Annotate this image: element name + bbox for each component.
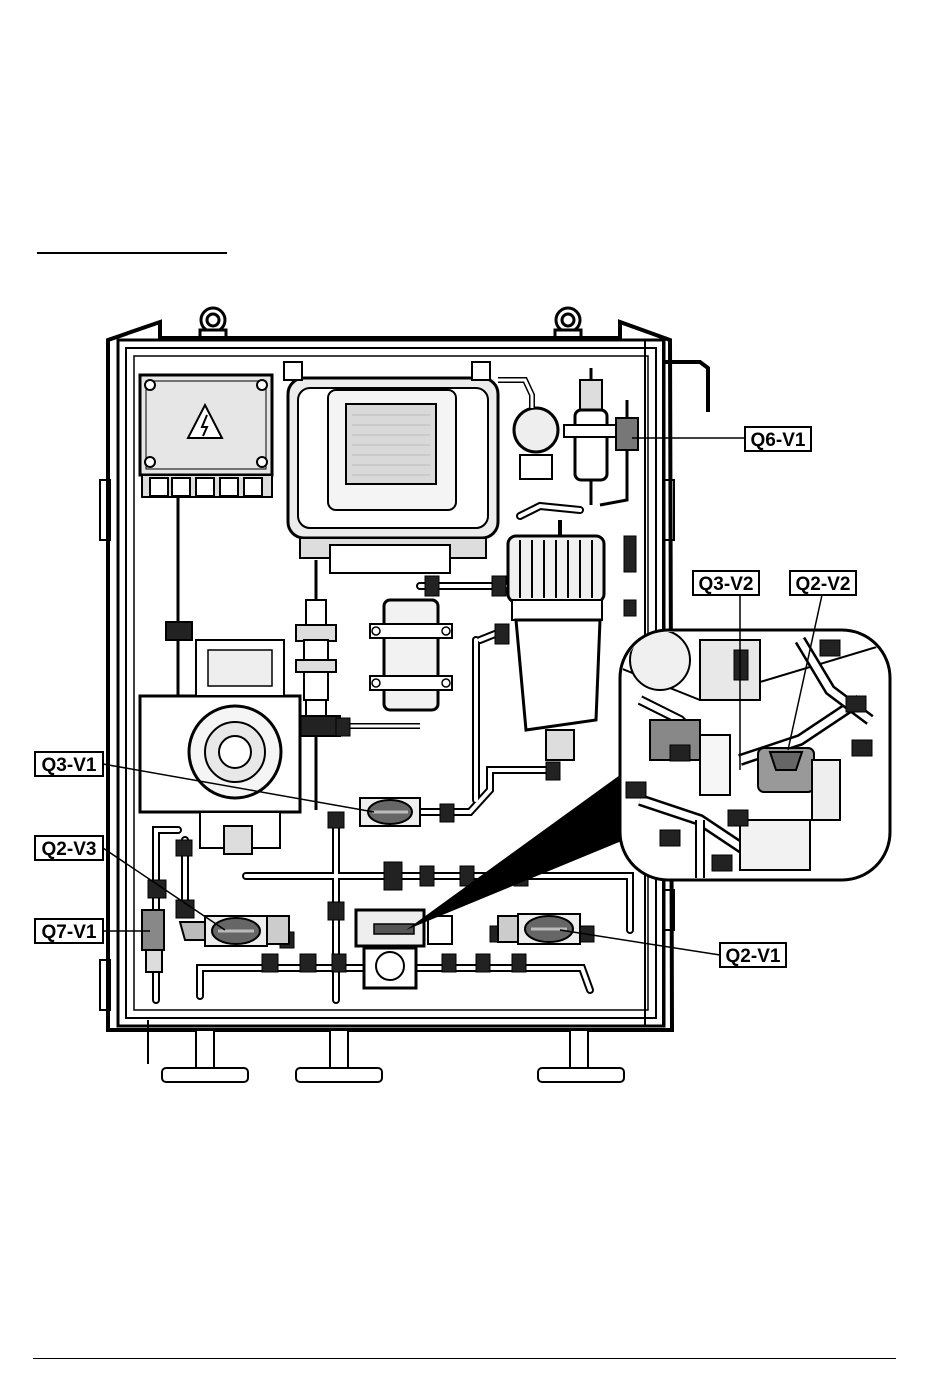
svg-text:Q6-V1: Q6-V1 (751, 430, 806, 451)
callout-q3-v2: Q3-V2 (693, 571, 759, 595)
svg-text:Q3-V2: Q3-V2 (699, 574, 754, 595)
callout-q3-v1: Q3-V1 (35, 752, 103, 776)
footer-rule (33, 1358, 896, 1359)
callout-q2-v3: Q2-V3 (35, 836, 103, 860)
callout-q2-v2: Q2-V2 (790, 571, 856, 595)
cable-glands (150, 478, 262, 496)
svg-text:Q2-V1: Q2-V1 (726, 946, 781, 967)
svg-text:Q2-V2: Q2-V2 (796, 574, 851, 595)
callout-q2-v1: Q2-V1 (720, 943, 786, 967)
svg-text:Q2-V3: Q2-V3 (42, 839, 97, 860)
controller-unit (284, 362, 498, 573)
svg-text:Q3-V1: Q3-V1 (42, 755, 97, 776)
callout-q6-v1: Q6-V1 (745, 427, 811, 451)
detail-inset (600, 630, 900, 880)
callout-q7-v1: Q7-V1 (35, 919, 103, 943)
valve-q3-v1 (360, 798, 420, 826)
valve-q2-v1 (498, 914, 580, 944)
mounting-eyelets (200, 308, 581, 338)
svg-text:Q7-V1: Q7-V1 (42, 922, 97, 943)
valve-q7-v1 (142, 910, 164, 972)
